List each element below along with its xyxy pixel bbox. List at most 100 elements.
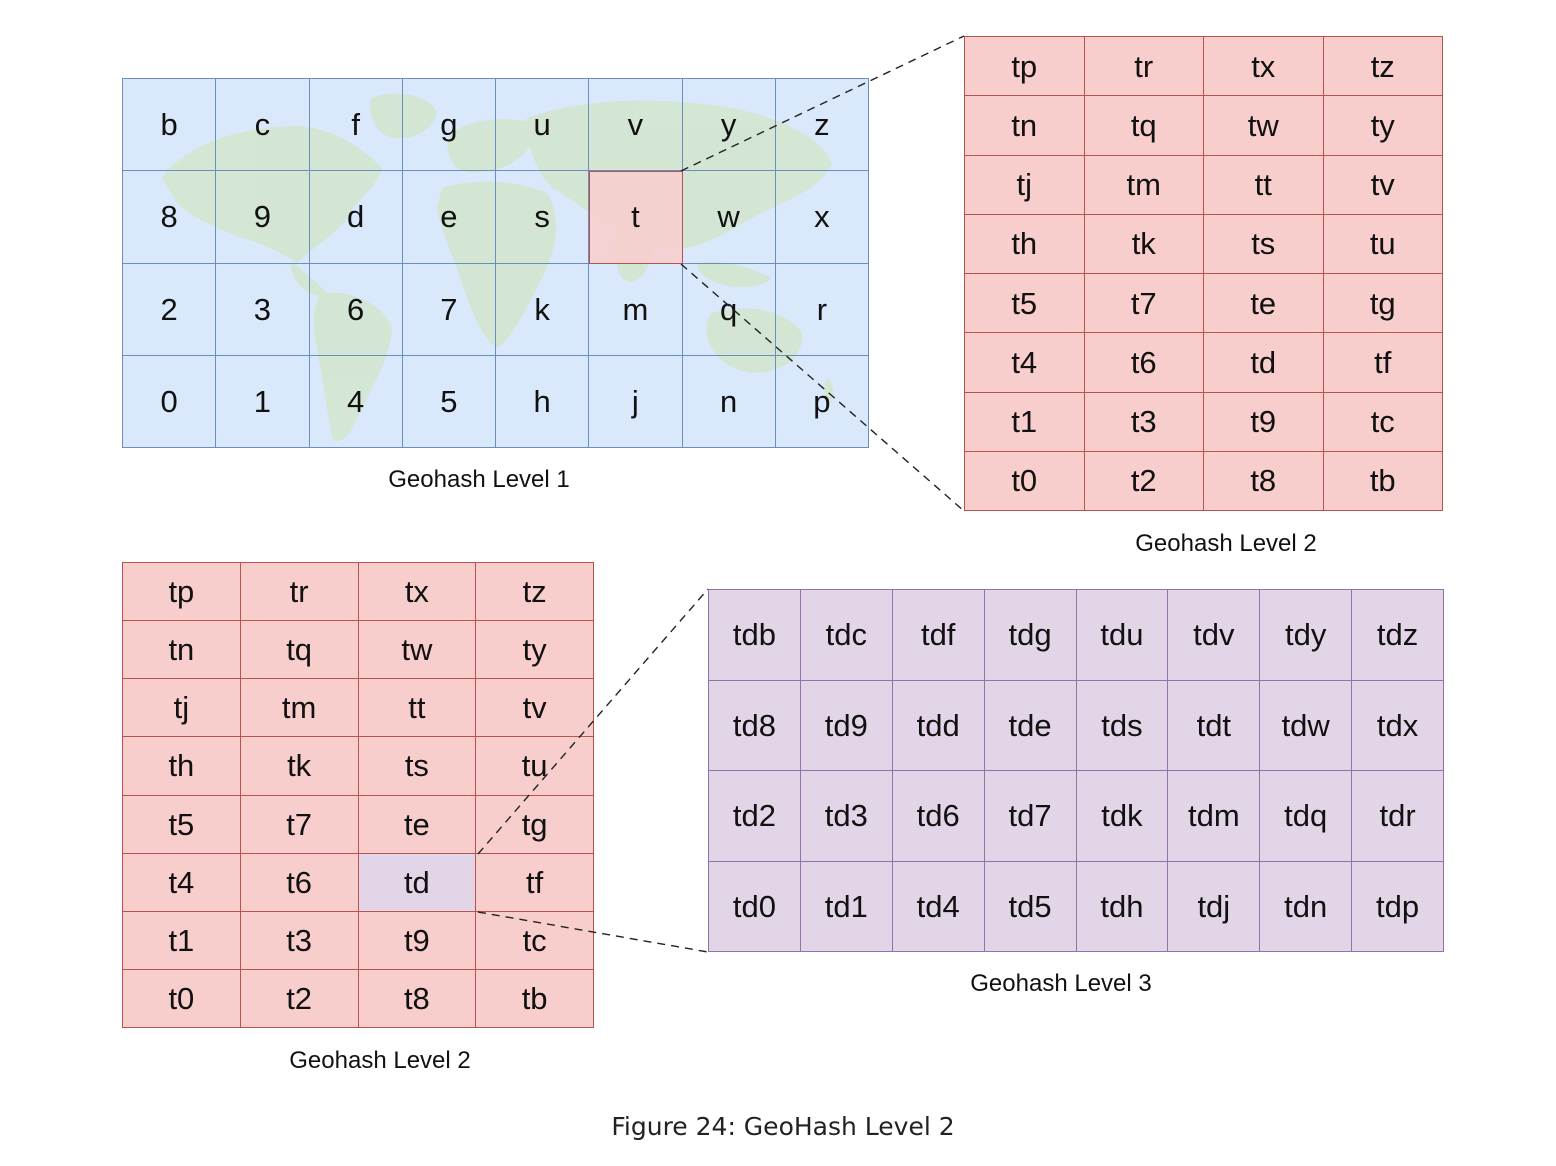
geohash-cell: s xyxy=(496,171,590,264)
geohash-cell: tb xyxy=(1323,451,1443,511)
geohash-cell: tm xyxy=(240,679,359,738)
geohash-cell: t9 xyxy=(1204,392,1324,452)
level-1-label: Geohash Level 1 xyxy=(388,466,570,493)
geohash-cell: tdj xyxy=(1168,861,1261,952)
geohash-cell: t7 xyxy=(240,795,359,854)
geohash-cell: tc xyxy=(476,911,594,970)
geohash-cell: n xyxy=(682,355,776,448)
geohash-cell: td8 xyxy=(709,680,801,771)
geohash-cell: 7 xyxy=(402,263,496,356)
geohash-cell: tr xyxy=(240,563,359,622)
level-3-label: Geohash Level 3 xyxy=(970,970,1152,997)
geohash-cell: tn xyxy=(965,96,1085,156)
geohash-cell: tdy xyxy=(1260,590,1353,681)
geohash-cell: tdu xyxy=(1076,590,1169,681)
geohash-cell: tdb xyxy=(709,590,801,681)
geohash-cell: te xyxy=(358,795,477,854)
geohash-cell: tx xyxy=(358,563,477,622)
geohash-cell: td9 xyxy=(800,680,893,771)
geohash-cell: tp xyxy=(123,563,241,622)
geohash-cell: tdr xyxy=(1352,771,1444,862)
geohash-cell: tdw xyxy=(1260,680,1353,771)
geohash-cell: w xyxy=(682,171,776,264)
geohash-cell: tdz xyxy=(1352,590,1444,681)
geohash-cell: t4 xyxy=(123,853,241,912)
geohash-cell: 4 xyxy=(309,355,403,448)
geohash-cell: td2 xyxy=(709,771,801,862)
geohash-cell: tj xyxy=(123,679,241,738)
geohash-cell: q xyxy=(682,263,776,356)
geohash-cell: tdn xyxy=(1260,861,1353,952)
geohash-cell: y xyxy=(682,79,776,172)
geohash-cell: tk xyxy=(1084,214,1204,274)
geohash-cell: tm xyxy=(1084,155,1204,215)
geohash-cell: tq xyxy=(1084,96,1204,156)
geohash-cell: tdc xyxy=(800,590,893,681)
geohash-cell: tdk xyxy=(1076,771,1169,862)
geohash-cell: b xyxy=(123,79,217,172)
geohash-cell: t5 xyxy=(123,795,241,854)
geohash-cell: tds xyxy=(1076,680,1169,771)
geohash-cell: tdv xyxy=(1168,590,1261,681)
geohash-cell: ty xyxy=(1323,96,1443,156)
geohash-cell: j xyxy=(589,355,683,448)
geohash-cell: g xyxy=(402,79,496,172)
geohash-cell: tdh xyxy=(1076,861,1169,952)
geohash-cell: td1 xyxy=(800,861,893,952)
geohash-cell: 1 xyxy=(216,355,310,448)
geohash-cell: tr xyxy=(1084,37,1204,97)
geohash-cell: t8 xyxy=(1204,451,1324,511)
geohash-cell: tf xyxy=(476,853,594,912)
geohash-cell: t5 xyxy=(965,274,1085,334)
geohash-cell: tt xyxy=(1204,155,1324,215)
geohash-cell: t0 xyxy=(965,451,1085,511)
geohash-cell: k xyxy=(496,263,590,356)
geohash-cell: td3 xyxy=(800,771,893,862)
geohash-cell: td xyxy=(1204,333,1324,393)
geohash-cell: tdm xyxy=(1168,771,1261,862)
geohash-cell: 3 xyxy=(216,263,310,356)
geohash-cell: tg xyxy=(476,795,594,854)
geohash-cell: tg xyxy=(1323,274,1443,334)
geohash-cell: 0 xyxy=(123,355,217,448)
geohash-cell: 9 xyxy=(216,171,310,264)
geohash-cell: td4 xyxy=(892,861,985,952)
geohash-cell: ts xyxy=(358,737,477,796)
level-2-label-bottom: Geohash Level 2 xyxy=(289,1047,471,1074)
geohash-cell: t3 xyxy=(1084,392,1204,452)
geohash-cell: tq xyxy=(240,621,359,680)
geohash-cell-selected: t xyxy=(589,171,683,264)
geohash-cell: 6 xyxy=(309,263,403,356)
figure-caption: Figure 24: GeoHash Level 2 xyxy=(611,1112,955,1141)
geohash-cell: h xyxy=(496,355,590,448)
geohash-cell: tv xyxy=(1323,155,1443,215)
geohash-cell: tu xyxy=(1323,214,1443,274)
geohash-cell: tv xyxy=(476,679,594,738)
geohash-cell: tdx xyxy=(1352,680,1444,771)
geohash-cell: tdt xyxy=(1168,680,1261,771)
geohash-cell: td5 xyxy=(984,861,1077,952)
geohash-cell: tt xyxy=(358,679,477,738)
geohash-cell: t9 xyxy=(358,911,477,970)
geohash-cell: x xyxy=(775,171,869,264)
geohash-cell: tc xyxy=(1323,392,1443,452)
geohash-cell: td0 xyxy=(709,861,801,952)
geohash-cell: v xyxy=(589,79,683,172)
geohash-cell: tdf xyxy=(892,590,985,681)
geohash-cell: t2 xyxy=(1084,451,1204,511)
geohash-cell: te xyxy=(1204,274,1324,334)
geohash-cell: t7 xyxy=(1084,274,1204,334)
geohash-cell: t0 xyxy=(123,969,241,1028)
geohash-cell: tw xyxy=(1204,96,1324,156)
geohash-cell: f xyxy=(309,79,403,172)
geohash-cell: tb xyxy=(476,969,594,1028)
geohash-cell: z xyxy=(775,79,869,172)
geohash-cell: r xyxy=(775,263,869,356)
geohash-cell: tw xyxy=(358,621,477,680)
geohash-cell: th xyxy=(965,214,1085,274)
level-2-label-top: Geohash Level 2 xyxy=(1135,530,1317,557)
